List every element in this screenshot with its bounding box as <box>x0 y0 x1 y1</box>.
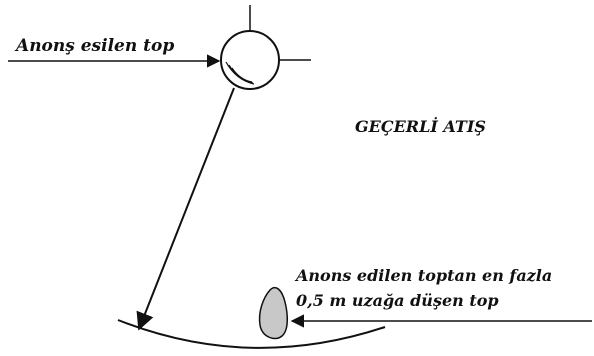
landing-label-line-1: Anons edilen toptan en fazla <box>294 266 552 285</box>
announced-ball <box>220 30 280 90</box>
ball-shine-lines <box>225 61 255 85</box>
announced-ball-target <box>220 5 311 90</box>
landing-label-line-2: 0,5 m uzağa düşen top <box>296 291 499 310</box>
announced-ball-label: Anonş esilen top <box>14 36 174 56</box>
ground-arc <box>117 319 386 349</box>
shot-trajectory-arrow <box>136 87 235 331</box>
landed-ball <box>258 286 288 340</box>
valid-shot-label: GEÇERLİ ATIŞ <box>355 116 486 136</box>
